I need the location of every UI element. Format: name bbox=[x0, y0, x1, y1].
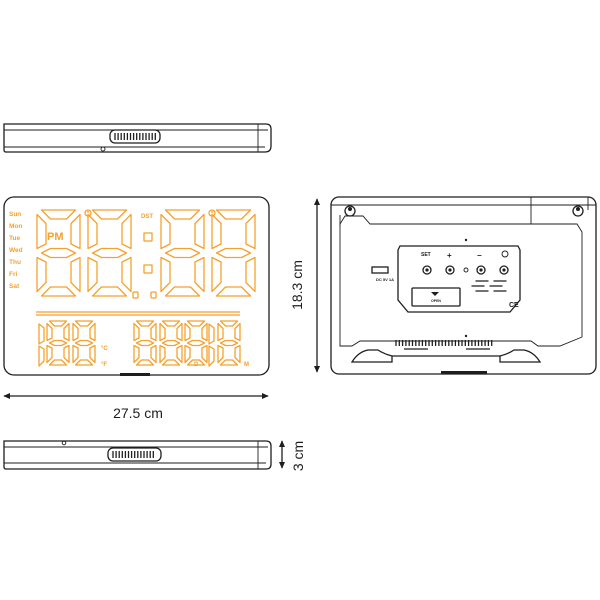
back-vent-slots bbox=[395, 340, 493, 346]
plus-label: + bbox=[447, 251, 452, 260]
power-port[interactable] bbox=[371, 266, 389, 274]
weekday-label: Wed bbox=[9, 247, 23, 254]
seven-segment-digit bbox=[159, 320, 183, 366]
seven-segment-digit bbox=[133, 320, 157, 366]
seven-segment-digit bbox=[46, 320, 70, 366]
power-label: DC 5V 1A bbox=[376, 277, 394, 282]
wall-hanging-hole-left bbox=[344, 205, 356, 217]
set-label: SET bbox=[421, 252, 431, 258]
fahrenheit-unit: °F bbox=[101, 362, 107, 368]
time-display bbox=[36, 209, 256, 297]
top-view bbox=[3, 123, 272, 153]
alarm-button[interactable] bbox=[499, 265, 509, 275]
celsius-unit: °C bbox=[101, 346, 108, 352]
seven-segment-digit bbox=[184, 320, 208, 366]
alarm-button-icon bbox=[501, 250, 509, 258]
bottom-vent-slots bbox=[112, 451, 154, 458]
snooze-icon bbox=[132, 291, 157, 299]
battery-cover-label: OPEN bbox=[431, 299, 441, 303]
depth-dimension: 3 cm bbox=[278, 440, 306, 471]
temperature-display bbox=[38, 320, 96, 367]
back-view: SET + − DC 5V 1A OPEN CE bbox=[330, 196, 597, 375]
date-display bbox=[133, 320, 241, 367]
dst-indicator: DST bbox=[141, 214, 153, 220]
seven-segment-digit bbox=[217, 320, 241, 366]
seven-segment-digit bbox=[72, 320, 96, 366]
minus-button[interactable] bbox=[476, 265, 486, 275]
day-unit: D bbox=[194, 362, 199, 368]
width-label: 27.5 cm bbox=[113, 405, 163, 421]
colon-separator bbox=[143, 232, 153, 274]
seven-segment-digit bbox=[36, 209, 81, 297]
height-label: 18.3 cm bbox=[289, 260, 305, 310]
weekday-label: Sat bbox=[9, 283, 20, 290]
weekday-label: Mon bbox=[9, 223, 22, 230]
ce-mark: CE bbox=[509, 302, 519, 309]
month-unit: M bbox=[244, 362, 249, 368]
divider-line bbox=[36, 311, 240, 316]
weekday-label: Fri bbox=[9, 271, 18, 278]
speaker-grille bbox=[471, 280, 507, 292]
seven-segment-digit bbox=[211, 209, 256, 297]
seven-segment-digit bbox=[38, 323, 45, 367]
weekday-label: Sun bbox=[9, 211, 21, 218]
height-dimension: 18.3 cm bbox=[289, 198, 321, 373]
pm-indicator: PM bbox=[47, 231, 64, 243]
seven-segment-digit bbox=[87, 209, 132, 297]
seven-segment-digit bbox=[208, 323, 215, 367]
seven-segment-digit bbox=[160, 209, 205, 297]
depth-label: 3 cm bbox=[290, 441, 306, 471]
weekday-label: Tue bbox=[9, 235, 20, 242]
top-vent-slots bbox=[114, 133, 156, 140]
weekday-label: Thu bbox=[9, 259, 21, 266]
bottom-view bbox=[3, 440, 272, 470]
set-button[interactable] bbox=[422, 265, 432, 275]
minus-label: − bbox=[477, 251, 482, 260]
plus-button[interactable] bbox=[445, 265, 455, 275]
wall-hanging-hole-right bbox=[572, 205, 584, 217]
light-sensor bbox=[463, 267, 469, 273]
width-dimension: 27.5 cm bbox=[3, 392, 269, 421]
battery-cover[interactable] bbox=[411, 287, 461, 307]
